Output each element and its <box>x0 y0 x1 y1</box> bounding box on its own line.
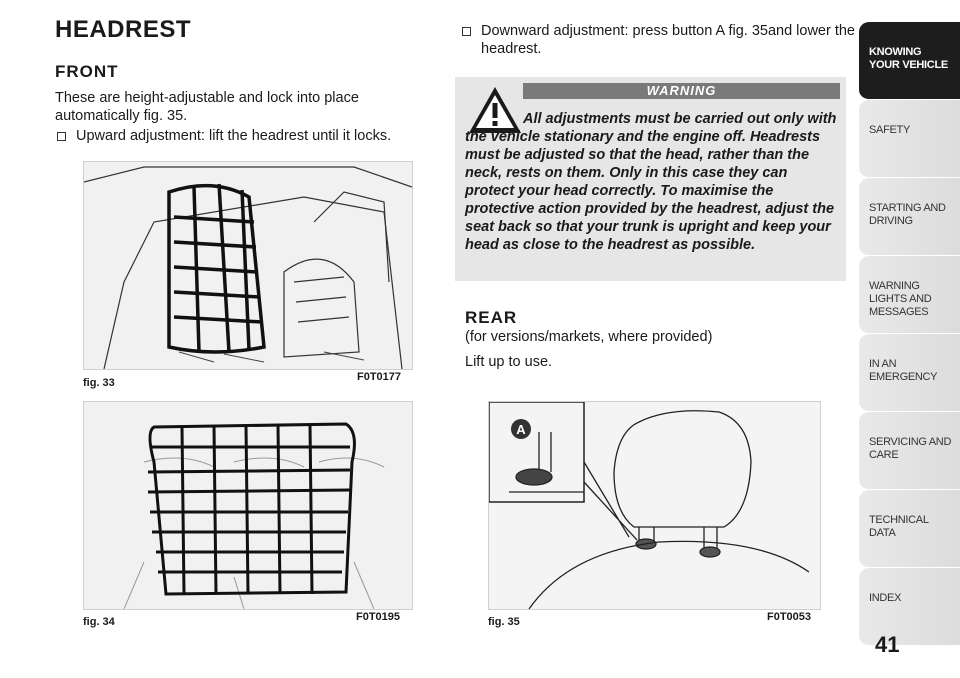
front-intro: These are height-adjustable and lock int… <box>55 90 359 124</box>
bullet-downward: Downward adjustment: press button A fig.… <box>460 22 861 58</box>
page-number: 41 <box>875 632 900 657</box>
front-heading: FRONT <box>55 62 119 81</box>
chapter-tabs: KNOWING YOUR VEHICLE SAFETY STARTING AND… <box>859 22 960 646</box>
warning-title: WARNING <box>523 83 840 99</box>
tab-label: INDEX <box>869 592 902 604</box>
tab-label: KNOWING YOUR VEHICLE <box>869 46 948 71</box>
figure-label: fig. 34 <box>83 616 115 628</box>
rear-text: Lift up to use. <box>465 354 553 370</box>
tab-technical-data[interactable]: TECHNICAL DATA <box>859 490 960 568</box>
tab-label: IN AN EMERGENCY <box>869 358 938 383</box>
figure-code: F0T0177 <box>357 371 402 383</box>
rear-note: (for versions/markets, where provided) <box>465 329 713 345</box>
tab-knowing-your-vehicle[interactable]: KNOWING YOUR VEHICLE <box>859 22 960 100</box>
warning-triangle-icon <box>469 87 521 133</box>
tab-warning-lights[interactable]: WARNING LIGHTS AND MESSAGES <box>859 256 960 334</box>
tab-label: WARNING LIGHTS AND MESSAGES <box>869 280 932 318</box>
bullet-box-icon <box>462 27 471 36</box>
warning-box: WARNING All adjustments must be carried … <box>455 77 846 281</box>
bullet-upward: Upward adjustment: lift the headrest unt… <box>55 127 466 145</box>
cargo-net-illustration <box>83 166 413 370</box>
figure-33 <box>83 161 413 370</box>
figure-code: F0T0053 <box>767 611 812 623</box>
tab-safety[interactable]: SAFETY <box>859 100 960 178</box>
tab-label: SAFETY <box>869 124 910 136</box>
warning-text: All adjustments must be carried out only… <box>465 111 837 253</box>
section-title: HEADREST <box>55 16 192 43</box>
cargo-net-front-view <box>123 422 385 610</box>
figure-code: F0T0195 <box>356 611 401 623</box>
tab-index[interactable]: INDEX <box>859 568 960 646</box>
bullet-upward-text: Upward adjustment: lift the headrest unt… <box>76 128 392 144</box>
tab-starting-and-driving[interactable]: STARTING AND DRIVING <box>859 178 960 256</box>
figure-34 <box>83 401 413 610</box>
figure-35: A <box>488 401 821 610</box>
tab-servicing-and-care[interactable]: SERVICING AND CARE <box>859 412 960 490</box>
bullet-downward-text: Downward adjustment: press button A fig.… <box>481 23 855 57</box>
rear-headrest-illustration: A <box>488 401 810 610</box>
tab-label: SERVICING AND CARE <box>869 436 952 461</box>
callout-label: A <box>516 422 526 437</box>
tab-in-an-emergency[interactable]: IN AN EMERGENCY <box>859 334 960 412</box>
tab-label: TECHNICAL DATA <box>869 514 929 539</box>
rear-heading: REAR <box>465 308 518 327</box>
figure-label: fig. 33 <box>83 377 115 389</box>
callout-circle <box>511 419 531 439</box>
tab-label: STARTING AND DRIVING <box>869 202 946 227</box>
figure-label: fig. 35 <box>488 616 520 628</box>
bullet-box-icon <box>57 132 66 141</box>
